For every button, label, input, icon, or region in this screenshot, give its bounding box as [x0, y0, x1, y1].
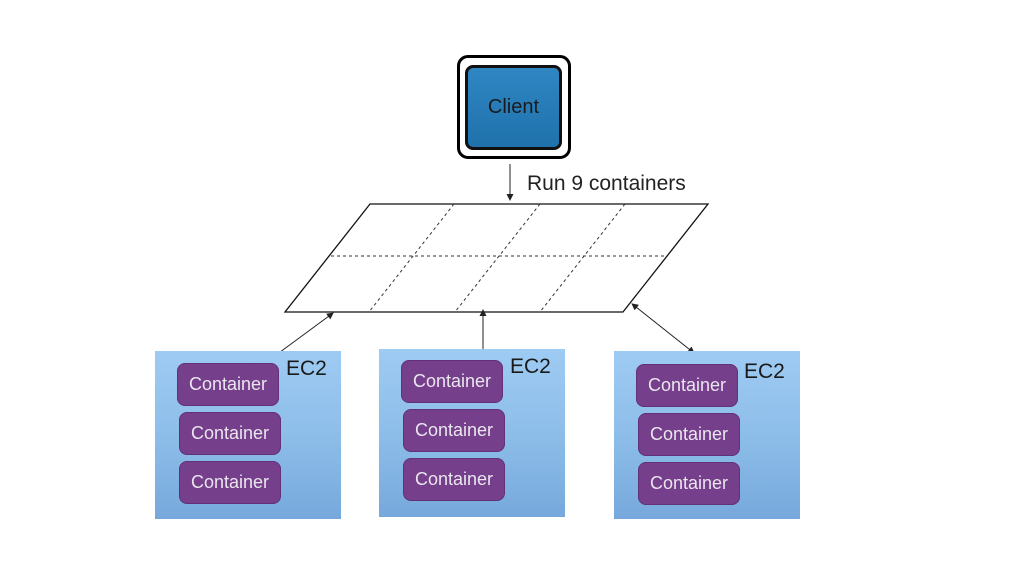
container-box: Container [638, 462, 740, 505]
container-box: Container [179, 461, 281, 504]
container-box: Container [636, 364, 738, 407]
ec2-label: EC2 [744, 360, 785, 383]
cluster-grid-cells [331, 203, 666, 313]
container-box: Container [403, 458, 505, 501]
client-label: Client [487, 96, 540, 118]
container-box: Container [179, 412, 281, 455]
ec2-host-1: EC2 Container Container Container [155, 351, 341, 519]
container-box: Container [401, 360, 503, 403]
container-box: Container [403, 409, 505, 452]
ec2-label: EC2 [510, 355, 551, 378]
container-box: Container [177, 363, 279, 406]
cluster-grid [283, 203, 710, 313]
ec2-host-2: EC2 Container Container Container [379, 349, 565, 517]
request-label: Run 9 containers [527, 172, 686, 195]
ec2-host-3: EC2 Container Container Container [614, 351, 800, 519]
ec2-label: EC2 [286, 357, 327, 380]
container-box: Container [638, 413, 740, 456]
client-node: Client [465, 65, 562, 150]
grid-ec2-arrow-right [631, 303, 695, 354]
